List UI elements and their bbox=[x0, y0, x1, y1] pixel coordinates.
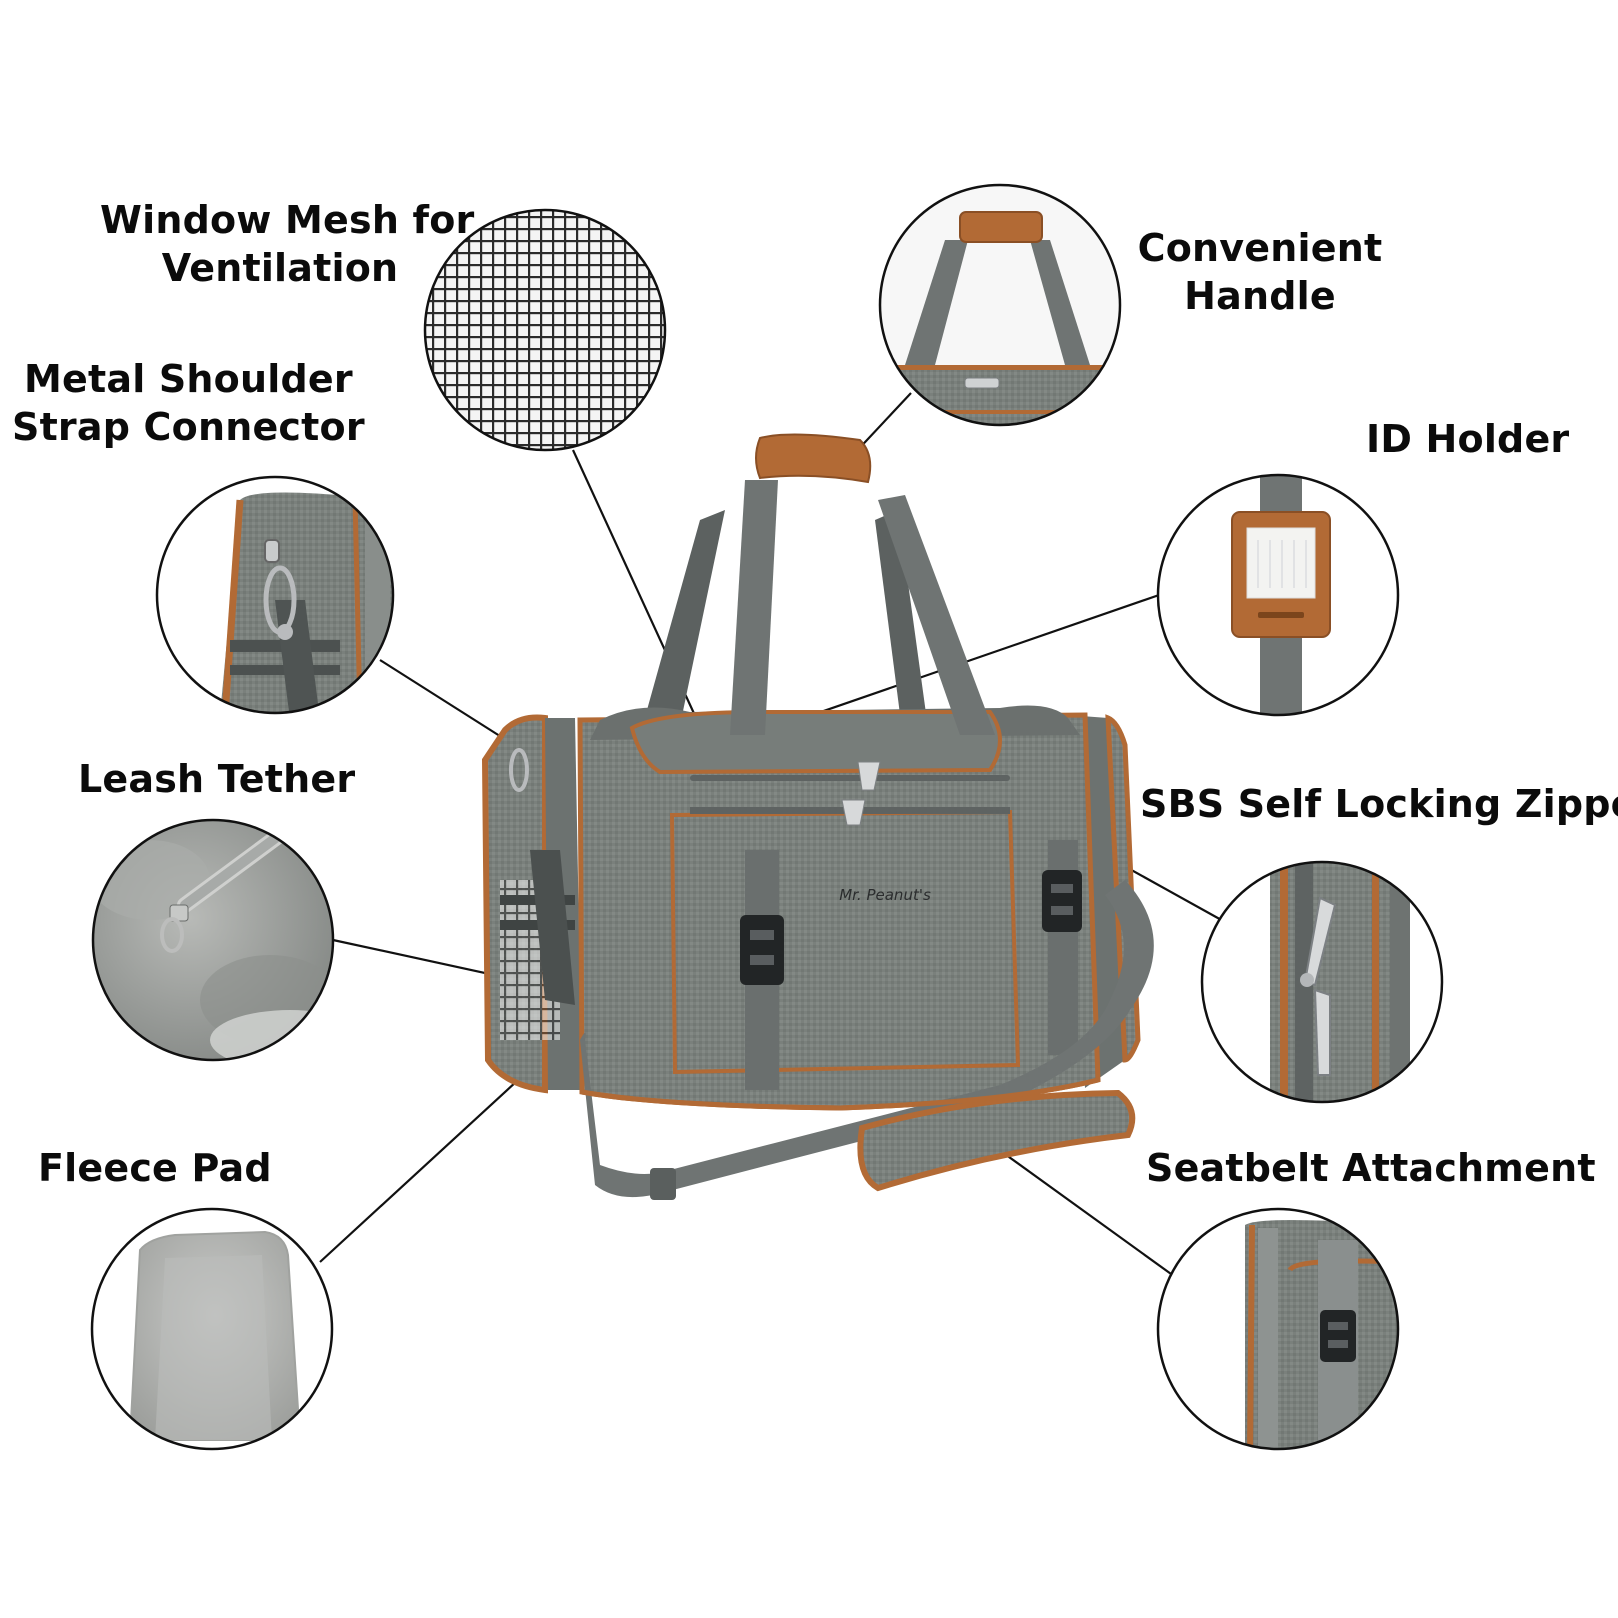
handle-detail-icon bbox=[959, 211, 1043, 243]
leader-metal-shoulder bbox=[379, 659, 504, 739]
snap-hook-icon bbox=[160, 904, 189, 953]
label-seatbelt-attachment: Seatbelt Attachment bbox=[1146, 1146, 1596, 1190]
zipper-pull-icon bbox=[1300, 896, 1337, 1076]
detail-leash-tether bbox=[91, 818, 335, 1062]
label-sbs-self-locking-zipper: SBS Self Locking Zipper bbox=[1140, 782, 1618, 826]
buckle-icon bbox=[1042, 870, 1082, 932]
snap-hook-icon bbox=[263, 539, 297, 640]
buckle-icon bbox=[740, 915, 784, 985]
detail-fleece-pad bbox=[90, 1207, 334, 1451]
detail-id-holder bbox=[1156, 473, 1400, 717]
detail-metal-shoulder-connector bbox=[155, 475, 395, 715]
detail-seatbelt-attachment bbox=[1156, 1207, 1400, 1451]
detail-window-mesh bbox=[423, 208, 667, 452]
detail-sbs-zipper bbox=[1200, 860, 1444, 1104]
label-window-mesh: Window Mesh for Ventilation bbox=[100, 198, 475, 290]
detail-convenient-handle bbox=[878, 183, 1122, 427]
mesh-texture-icon bbox=[425, 210, 665, 450]
label-convenient-handle: Convenient Handle bbox=[1137, 226, 1383, 318]
bag-brand-logo: Mr. Peanut's bbox=[839, 886, 931, 904]
label-fleece-pad: Fleece Pad bbox=[38, 1146, 272, 1190]
label-leash-tether: Leash Tether bbox=[78, 757, 356, 801]
label-id-holder: ID Holder bbox=[1366, 417, 1570, 461]
label-metal-shoulder-strap-connector: Metal Shoulder Strap Connector bbox=[12, 357, 365, 449]
pet-carrier-bag: Mr. Peanut's bbox=[481, 433, 1154, 1200]
buckle-icon bbox=[1320, 1310, 1356, 1362]
id-tag-icon bbox=[1231, 511, 1331, 638]
